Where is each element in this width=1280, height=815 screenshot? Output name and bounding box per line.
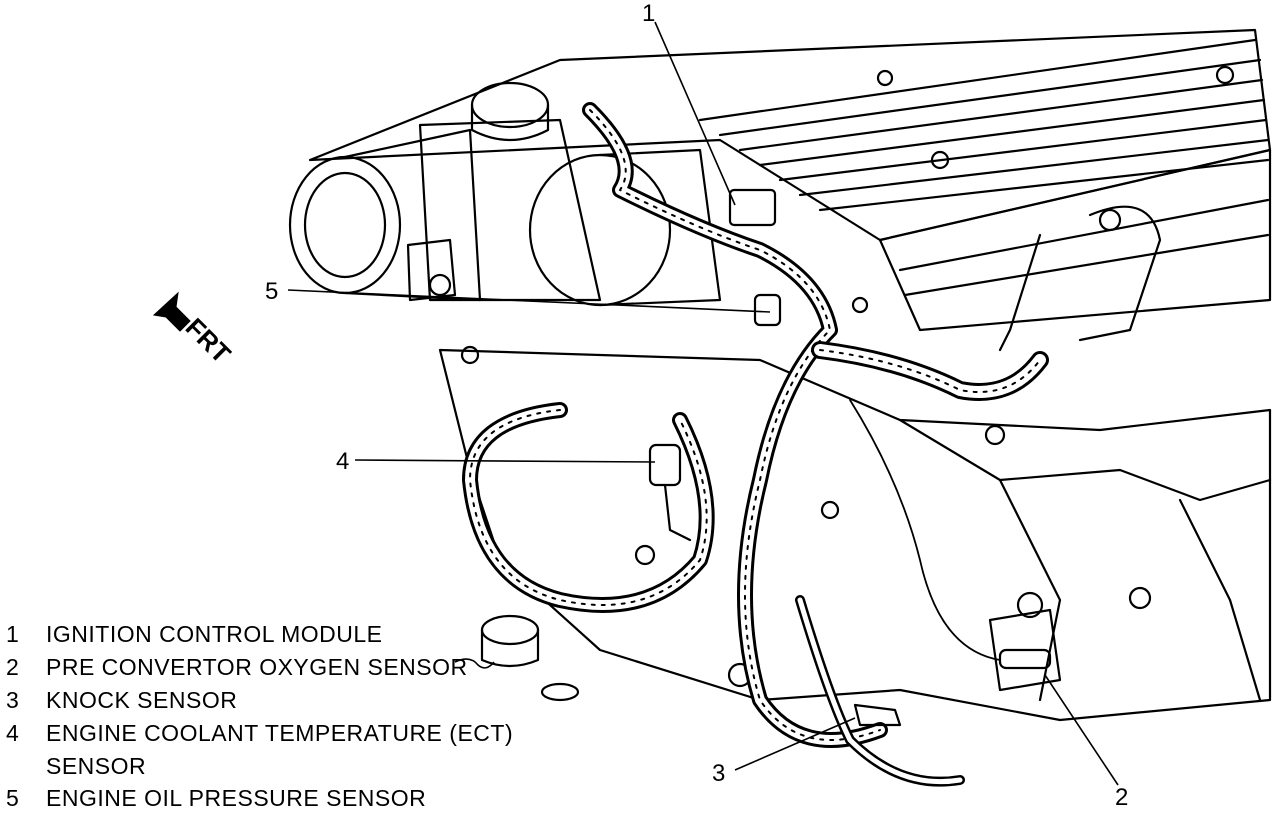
leader-line-4 [354, 459, 656, 463]
callout-3: 3 [712, 760, 726, 787]
legend-label: IGNITION CONTROL MODULE [46, 621, 383, 647]
legend-item: 1 IGNITION CONTROL MODULE [6, 618, 513, 651]
legend-item: 4 ENGINE COOLANT TEMPERATURE (ECT) [6, 717, 513, 750]
front-arrow-icon: FRT [152, 291, 237, 369]
legend-number: 1 [6, 621, 20, 647]
legend-label: PRE CONVERTOR OXYGEN SENSOR [46, 654, 468, 680]
leader-line-1 [654, 21, 736, 206]
legend-number: 4 [6, 720, 20, 746]
legend-label-continuation: SENSOR [46, 752, 147, 779]
legend-number: 3 [6, 687, 20, 713]
legend-item: 5 ENGINE OIL PRESSURE SENSOR [6, 782, 513, 815]
legend-number: 5 [6, 785, 20, 811]
legend: 1 IGNITION CONTROL MODULE 2 PRE CONVERTO… [6, 618, 513, 815]
legend-label: ENGINE OIL PRESSURE SENSOR [46, 785, 427, 811]
legend-item: 2 PRE CONVERTOR OXYGEN SENSOR [6, 651, 513, 684]
callout-2: 2 [1115, 784, 1129, 811]
callout-5: 5 [265, 278, 279, 305]
front-direction-indicator: FRT [150, 285, 260, 380]
legend-label: ENGINE COOLANT TEMPERATURE (ECT) [46, 720, 514, 746]
legend-item: 3 KNOCK SENSOR [6, 684, 513, 717]
callout-4: 4 [336, 448, 350, 475]
leader-line-5 [287, 289, 771, 313]
legend-number: 2 [6, 654, 20, 680]
leader-line-legend-2 [454, 658, 495, 669]
leader-line-2 [1044, 674, 1119, 786]
legend-label: KNOCK SENSOR [46, 687, 238, 713]
leader-line-3 [734, 717, 856, 771]
callout-1: 1 [642, 0, 656, 27]
